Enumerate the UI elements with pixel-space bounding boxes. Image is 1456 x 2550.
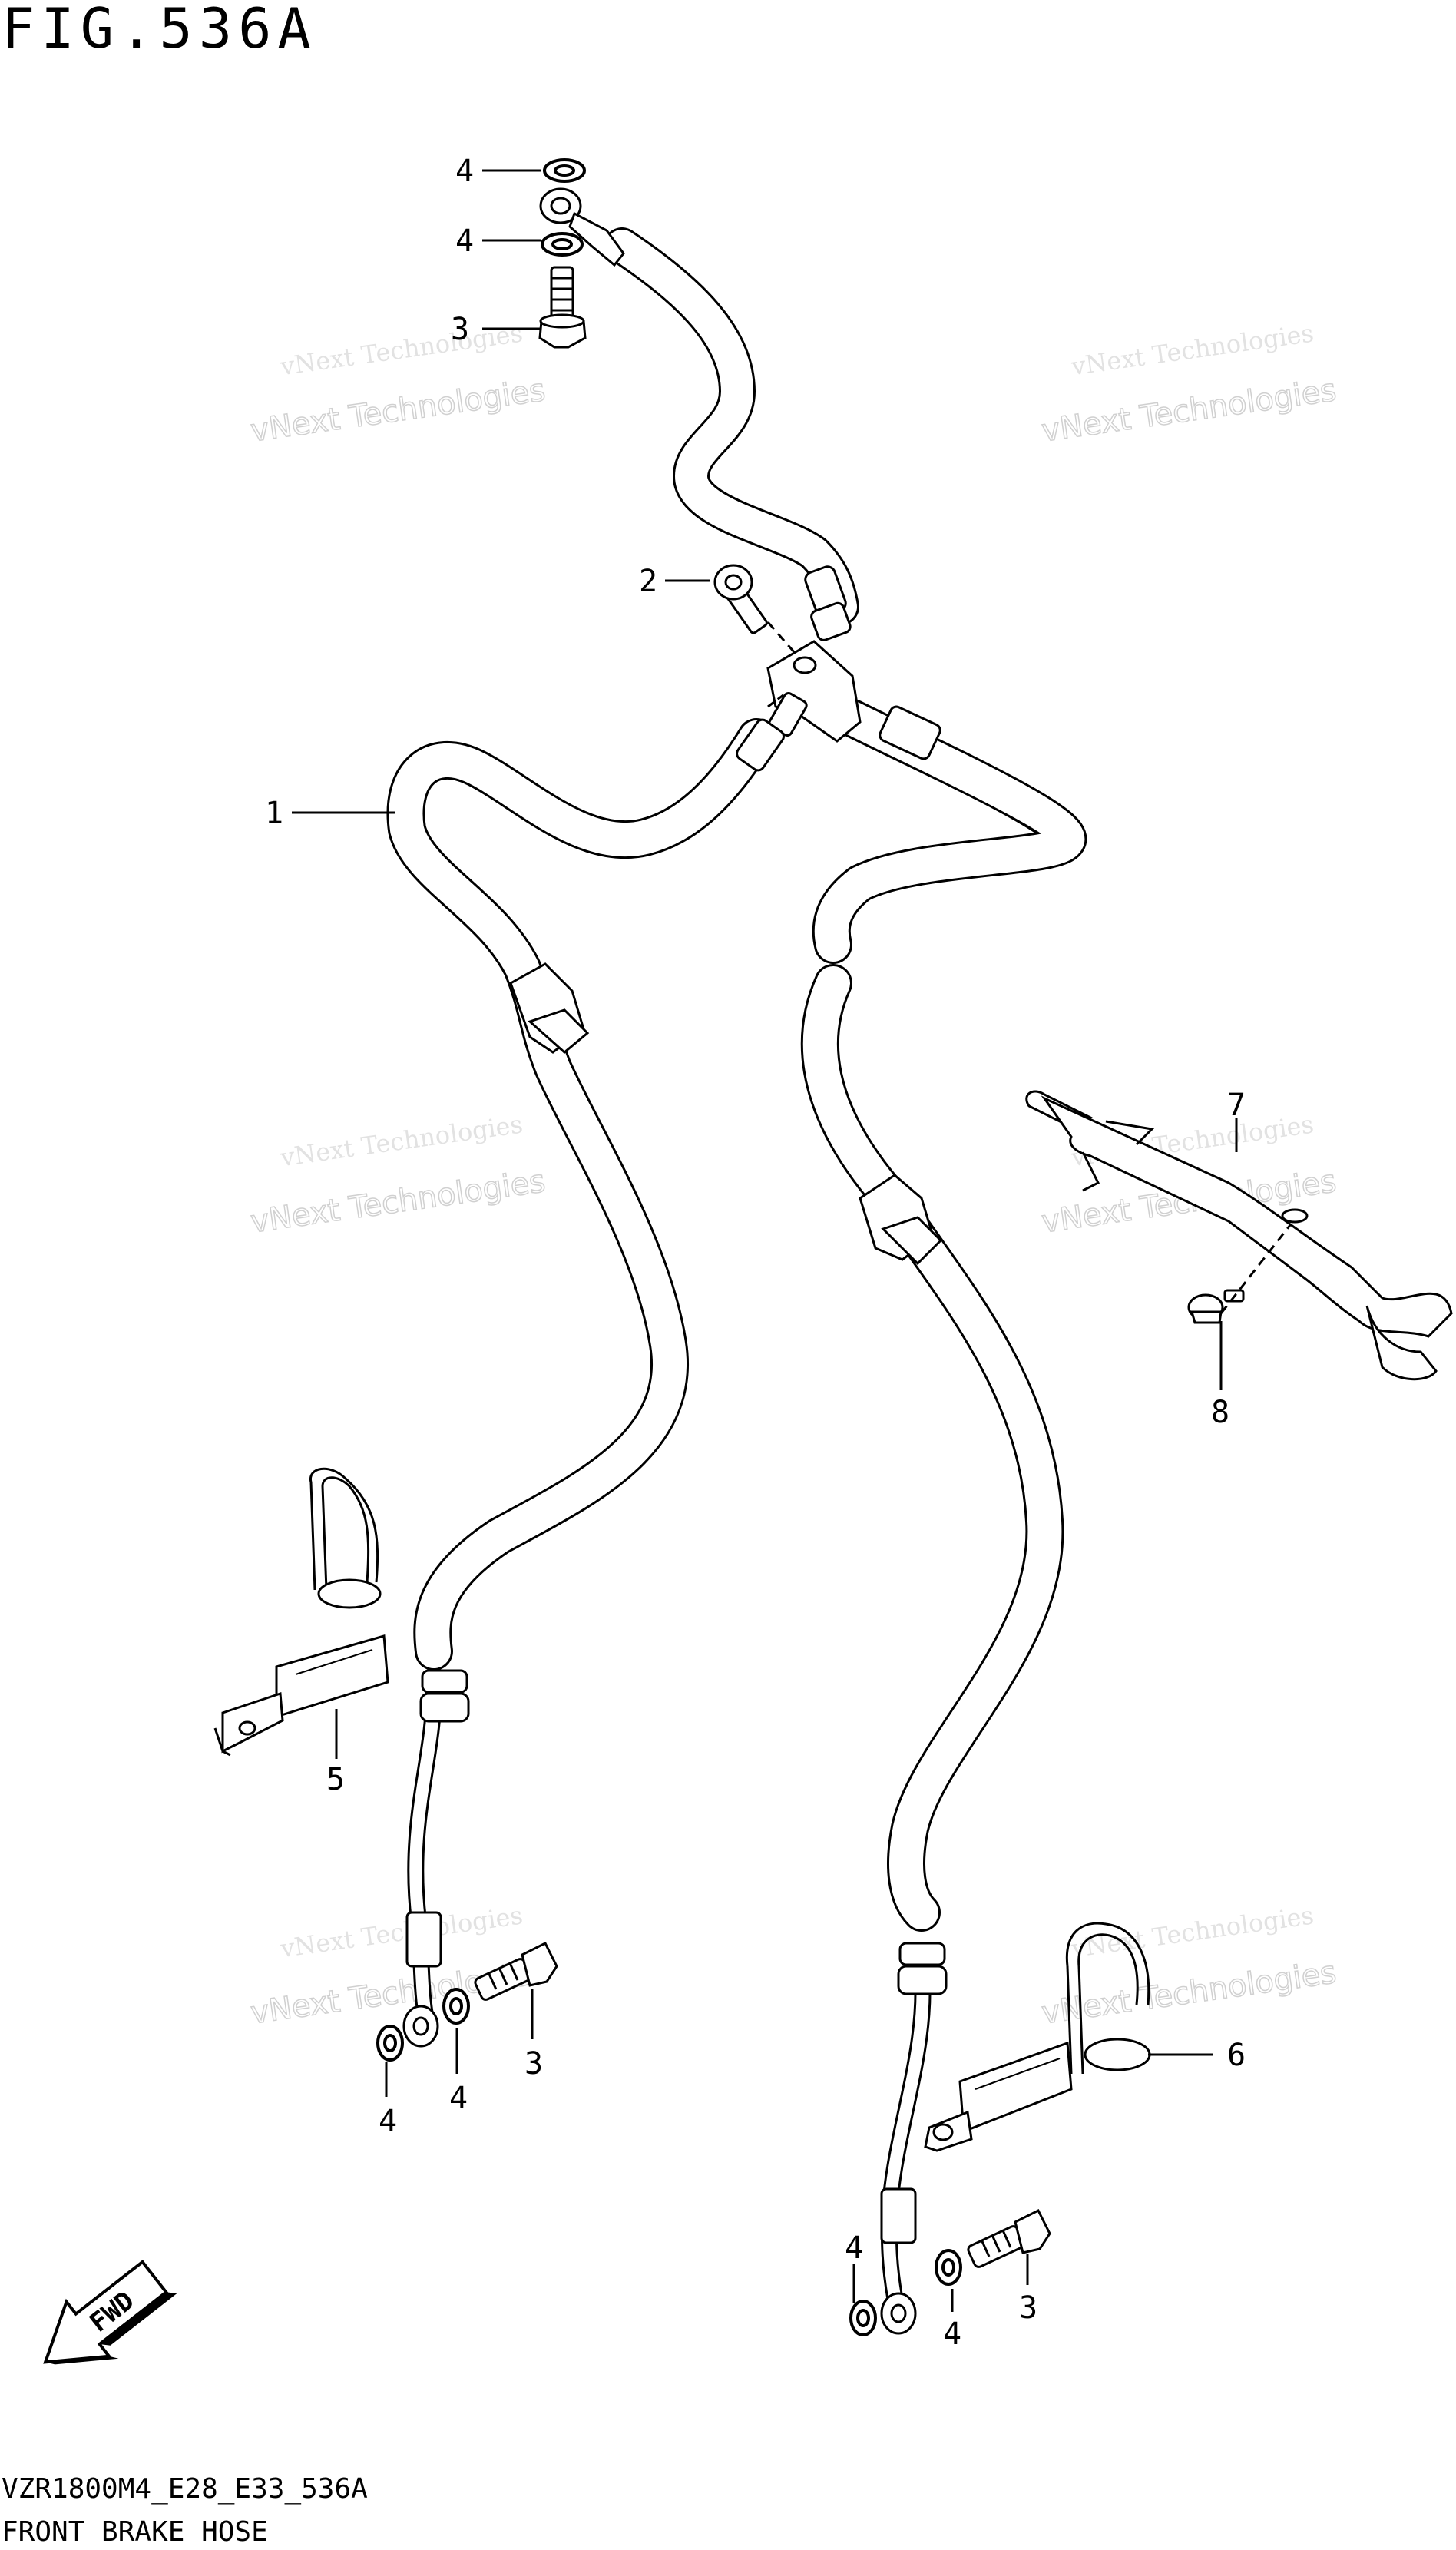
fitting-right-bottom xyxy=(880,2187,917,2244)
callout-3: 3 xyxy=(524,2046,543,2081)
fitting-top xyxy=(568,211,625,267)
bracket-7 xyxy=(1025,1090,1453,1381)
watermark-text: vNext Technologies xyxy=(278,1109,524,1172)
watermark-text: vNext Technologies xyxy=(249,1164,548,1240)
callout-7: 7 xyxy=(1227,1088,1246,1123)
washer xyxy=(442,1988,470,2025)
hose-right-tube xyxy=(882,1960,929,2303)
hose-upper xyxy=(606,230,857,623)
brackets xyxy=(213,1090,1453,2152)
washers xyxy=(376,158,962,2336)
callouts: 4 4 3 2 1 5 6 7 8 4 4 3 4 4 3 xyxy=(265,154,1246,2352)
fitting-joint-right xyxy=(879,705,941,760)
callout-8: 8 xyxy=(1211,1395,1229,1430)
callout-3: 3 xyxy=(1019,2290,1037,2326)
bolt-8 xyxy=(1187,1289,1245,1324)
callout-4: 4 xyxy=(943,2317,961,2352)
washer xyxy=(935,2249,962,2286)
washer xyxy=(541,232,584,257)
union-bolt-top xyxy=(538,266,587,349)
union-bolt-left xyxy=(474,1941,558,2001)
union-bolt-right xyxy=(967,2208,1051,2268)
model-code: VZR1800M4_E28_E33_536A xyxy=(2,2473,368,2505)
grommet-right-lower xyxy=(898,1942,946,1966)
figure-title: FIG.536A xyxy=(2,0,317,61)
washer xyxy=(376,2025,404,2062)
callout-1: 1 xyxy=(265,796,283,831)
watermark-text: vNext Technologies xyxy=(278,1900,524,1963)
washer xyxy=(543,158,586,183)
fitting-joint-left xyxy=(736,718,785,772)
hose-right-upper xyxy=(814,701,1084,962)
leader-lines xyxy=(292,169,1292,2312)
watermark-text: vNext Technologies xyxy=(1069,1900,1315,1963)
hose-fittings xyxy=(402,187,948,2335)
bolts xyxy=(474,266,1245,2268)
fitting-left-bottom xyxy=(405,1911,442,1968)
callout-4: 4 xyxy=(845,2230,863,2266)
callout-6: 6 xyxy=(1227,2038,1246,2073)
hose-right-lower xyxy=(802,966,1062,1929)
callout-5: 5 xyxy=(326,1762,345,1797)
clamp-5 xyxy=(213,1467,389,1757)
callout-4: 4 xyxy=(379,2104,397,2139)
callout-4: 4 xyxy=(449,2081,468,2116)
callout-4: 4 xyxy=(455,154,474,189)
clamp-6 xyxy=(924,1922,1151,2152)
washer xyxy=(849,2300,877,2336)
grommet-left-lower xyxy=(421,1669,468,1694)
watermark-text: vNext Technologies xyxy=(249,373,548,449)
bolt-2 xyxy=(713,564,768,634)
callout-3: 3 xyxy=(451,312,469,347)
callout-2: 2 xyxy=(639,564,657,599)
watermark-text: vNext Technologies xyxy=(1069,318,1315,381)
hose-left-tube xyxy=(409,1684,440,2026)
watermark-text: vNext Technologies xyxy=(1040,373,1339,449)
fwd-arrow: FWD xyxy=(43,2260,177,2365)
watermark-text: vNext Technologies xyxy=(1040,1955,1339,2031)
callout-4: 4 xyxy=(455,224,474,259)
figure-caption: FRONT BRAKE HOSE xyxy=(2,2516,268,2548)
